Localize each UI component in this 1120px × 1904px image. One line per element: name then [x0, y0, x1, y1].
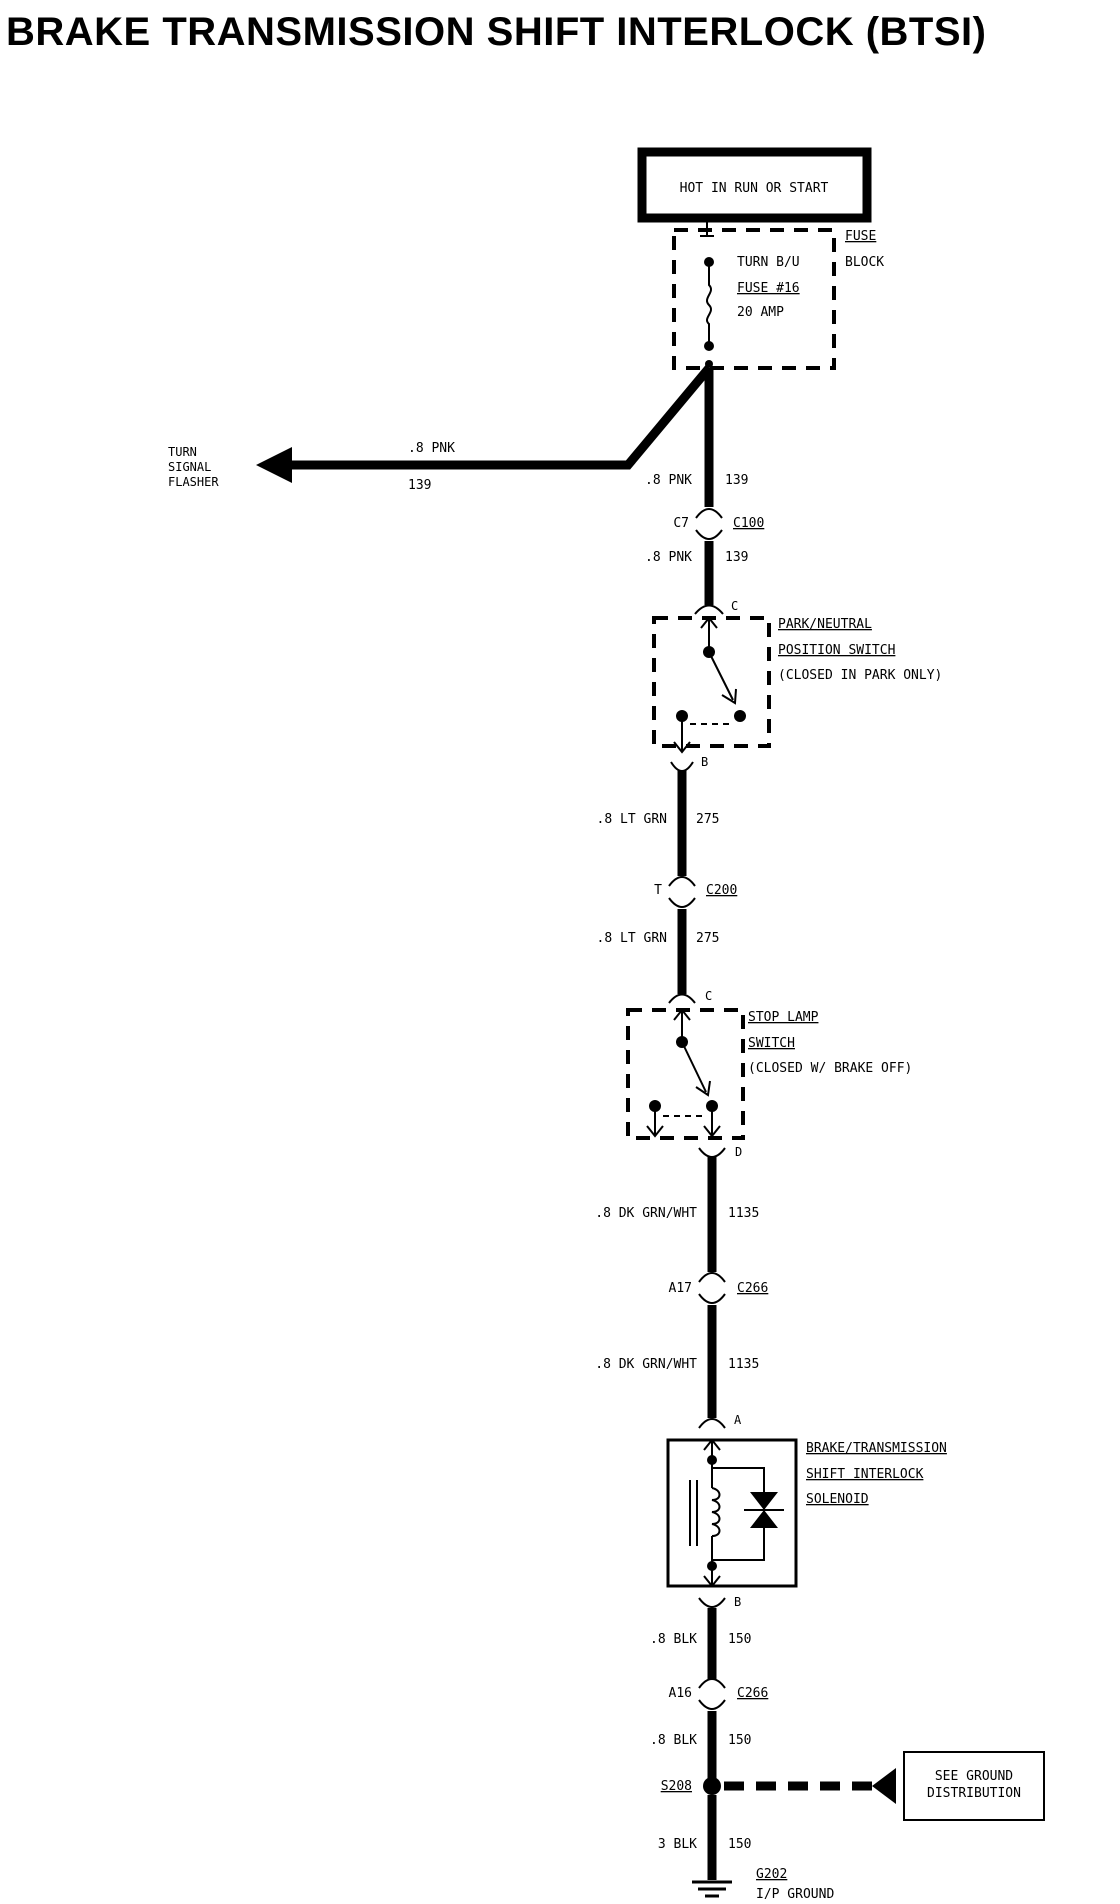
sl-label-3: (CLOSED W/ BRAKE OFF): [748, 1061, 912, 1076]
w1-size: .8 PNK: [645, 473, 692, 488]
w9-circuit: 150: [728, 1837, 751, 1852]
connector-c100: C7 C100: [673, 508, 764, 540]
stop-lamp-switch: C D STOP LAMP SWITCH (CLOSED W/ BRAKE OF…: [626, 989, 912, 1159]
sol-label-2: SHIFT INTERLOCK: [806, 1467, 924, 1482]
fuse-block: TURN B/U FUSE #16 20 AMP FUSE BLOCK: [672, 218, 884, 370]
sol-label-1: BRAKE/TRANSMISSION: [806, 1441, 947, 1456]
sl-label-1: STOP LAMP: [748, 1010, 819, 1025]
c266a-pin: A17: [669, 1281, 692, 1296]
c266b-name: C266: [737, 1686, 768, 1701]
w2-circuit: 139: [725, 550, 748, 565]
w7-size: .8 BLK: [650, 1632, 697, 1647]
ground-location: I/P GROUND: [756, 1887, 834, 1902]
diode-upper: [750, 1492, 778, 1510]
c266a-name: C266: [737, 1281, 768, 1296]
pn-label-3: (CLOSED IN PARK ONLY): [778, 668, 942, 683]
pn-pin-top: C: [731, 599, 738, 613]
pn-label-1: PARK/NEUTRAL: [778, 617, 872, 632]
c200-name: C200: [706, 883, 737, 898]
c100-pin: C7: [673, 516, 689, 531]
fuse-terminal-outer: [705, 360, 713, 368]
fuse-label-1: TURN B/U: [737, 255, 800, 270]
power-source-label: HOT IN RUN OR START: [680, 181, 829, 196]
btsi-solenoid: A B BRAKE/TRANSMISSION SHIFT INTERLOCK S…: [666, 1413, 947, 1609]
flasher-wire-label: .8 PNK: [408, 441, 455, 456]
fuse-block-label-1: FUSE: [845, 229, 876, 244]
connector-c266-a16: A16 C266: [669, 1678, 768, 1710]
solenoid-coil: [711, 1487, 721, 1537]
w5-size: .8 DK GRN/WHT: [595, 1206, 697, 1221]
w1-circuit: 139: [725, 473, 748, 488]
w9-size: 3 BLK: [658, 1837, 697, 1852]
sl-pin-top: C: [705, 989, 712, 1003]
flasher-label-2: SIGNAL: [168, 460, 211, 474]
flasher-label-1: TURN: [168, 445, 197, 459]
park-neutral-switch: C B PARK/NEUTRAL POSITION SWITCH (CLOSED…: [652, 599, 942, 772]
w7-circuit: 150: [728, 1632, 751, 1647]
c266b-pin: A16: [669, 1686, 692, 1701]
flasher-arrow: [256, 447, 292, 483]
splice-s208: S208: [661, 1768, 896, 1804]
sl-pin-bottom: D: [735, 1145, 742, 1159]
sol-label-3: SOLENOID: [806, 1492, 869, 1507]
fuse-label-3: 20 AMP: [737, 305, 784, 320]
fuse-label-2: FUSE #16: [737, 281, 800, 296]
w3-circuit: 275: [696, 812, 719, 827]
w4-circuit: 275: [696, 931, 719, 946]
ground-name: G202: [756, 1867, 787, 1882]
diode-lower: [750, 1510, 778, 1528]
page-title: BRAKE TRANSMISSION SHIFT INTERLOCK (BTSI…: [6, 10, 987, 54]
sl-label-2: SWITCH: [748, 1036, 795, 1051]
ground-box-label-2: DISTRIBUTION: [927, 1786, 1021, 1801]
fuse-terminal-bottom: [704, 341, 714, 351]
sol-pin-top: A: [734, 1413, 742, 1427]
w8-circuit: 150: [728, 1733, 751, 1748]
sol-pin-bottom: B: [734, 1595, 741, 1609]
pn-pin-bottom: B: [701, 755, 708, 769]
w5-circuit: 1135: [728, 1206, 759, 1221]
w3-size: .8 LT GRN: [597, 812, 667, 827]
flasher-circuit-label: 139: [408, 478, 431, 493]
c200-pin: T: [654, 883, 662, 898]
splice-label: S208: [661, 1779, 692, 1794]
w4-size: .8 LT GRN: [597, 931, 667, 946]
ground-distribution-box: SEE GROUND DISTRIBUTION: [903, 1751, 1045, 1821]
ground-box-label-1: SEE GROUND: [935, 1769, 1013, 1784]
ground-ref-arrow: [872, 1768, 896, 1804]
fuse-block-label-2: BLOCK: [845, 255, 884, 270]
wire-branch-flasher: TURN SIGNAL FLASHER .8 PNK 139: [168, 365, 713, 493]
w6-size: .8 DK GRN/WHT: [595, 1357, 697, 1372]
pn-label-2: POSITION SWITCH: [778, 643, 895, 658]
w6-circuit: 1135: [728, 1357, 759, 1372]
power-source-box: HOT IN RUN OR START: [637, 147, 872, 223]
fuse-element: [706, 262, 712, 346]
connector-c200: T C200: [654, 876, 737, 908]
c100-name: C100: [733, 516, 764, 531]
w8-size: .8 BLK: [650, 1733, 697, 1748]
flasher-label-3: FLASHER: [168, 475, 219, 489]
w2-size: .8 PNK: [645, 550, 692, 565]
connector-c266-a17: A17 C266: [669, 1272, 768, 1304]
ground-g202: G202 I/P GROUND: [692, 1867, 834, 1902]
